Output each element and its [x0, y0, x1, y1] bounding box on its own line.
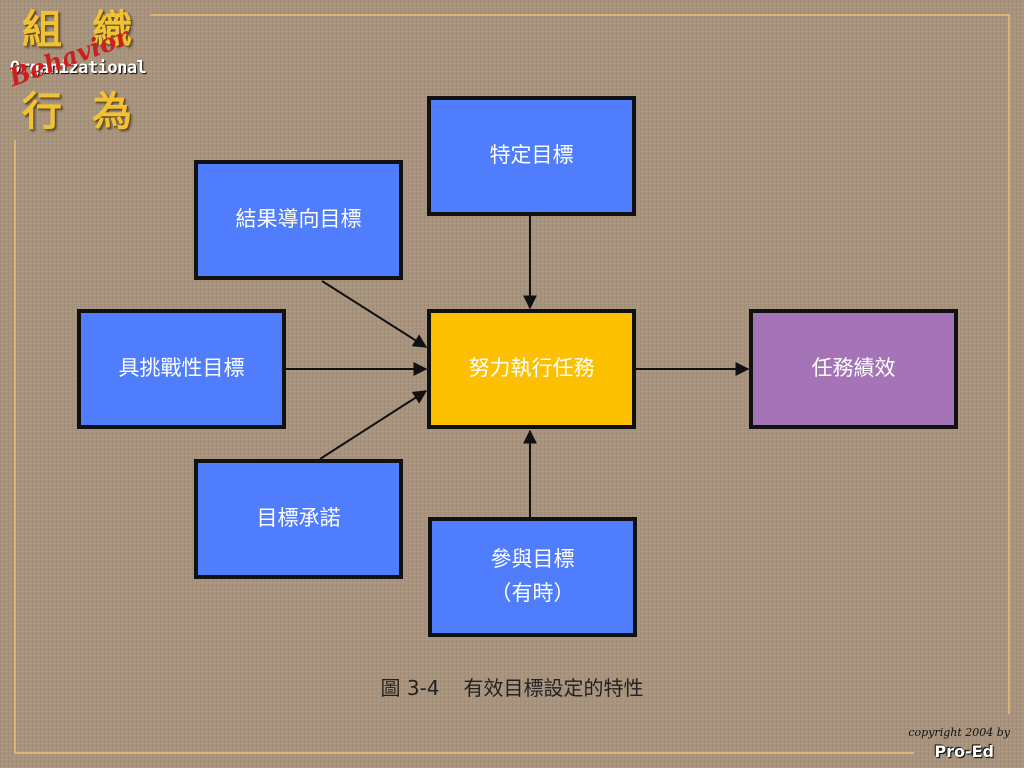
logo-char-2: 織	[92, 6, 132, 53]
publisher-brand: Pro-Ed	[934, 742, 994, 761]
logo-english-text: Organizational	[10, 58, 147, 78]
performance-label: 任務績效	[811, 356, 896, 381]
result-oriented-goal-box: 結果導向目標	[194, 160, 403, 280]
challenging-goal-label: 具挑戰性目標	[118, 356, 245, 381]
challenging-goal-box: 具挑戰性目標	[77, 309, 286, 429]
figure-title: 有效目標設定的特性	[463, 676, 644, 700]
specific-goal-box: 特定目標	[427, 96, 636, 216]
figure-caption: 圖 3-4 有效目標設定的特性	[0, 672, 1024, 701]
participation-goal-label-line1: 參與目標	[490, 547, 575, 572]
specific-goal-label: 特定目標	[489, 143, 574, 168]
logo-char-1: 組	[22, 6, 62, 53]
figure-number: 圖 3-4	[380, 676, 440, 700]
logo: 組 織 Organizational Behavior 行 為	[5, 6, 158, 136]
goal-commitment-label: 目標承諾	[256, 506, 341, 531]
frame-top-line	[150, 14, 1010, 16]
participation-goal-label-line2: （有時）	[490, 581, 575, 605]
frame-right-line	[1008, 14, 1010, 714]
result-oriented-goal-label: 結果導向目標	[235, 207, 362, 232]
frame-bottom-line	[14, 752, 914, 754]
arrow-commitment-to-effort	[319, 390, 428, 460]
logo-char-3: 行	[22, 88, 62, 135]
frame-left-line	[14, 140, 16, 752]
effort-label: 努力執行任務	[468, 356, 595, 381]
participation-goal-box: 參與目標 （有時）	[428, 517, 637, 637]
effort-box: 努力執行任務	[427, 309, 636, 429]
copyright-text: copyright 2004 by	[908, 726, 1010, 739]
goal-commitment-box: 目標承諾	[194, 459, 403, 579]
arrow-result-to-effort	[321, 280, 428, 348]
logo-char-4: 為	[92, 88, 132, 135]
performance-box: 任務績效	[749, 309, 958, 429]
